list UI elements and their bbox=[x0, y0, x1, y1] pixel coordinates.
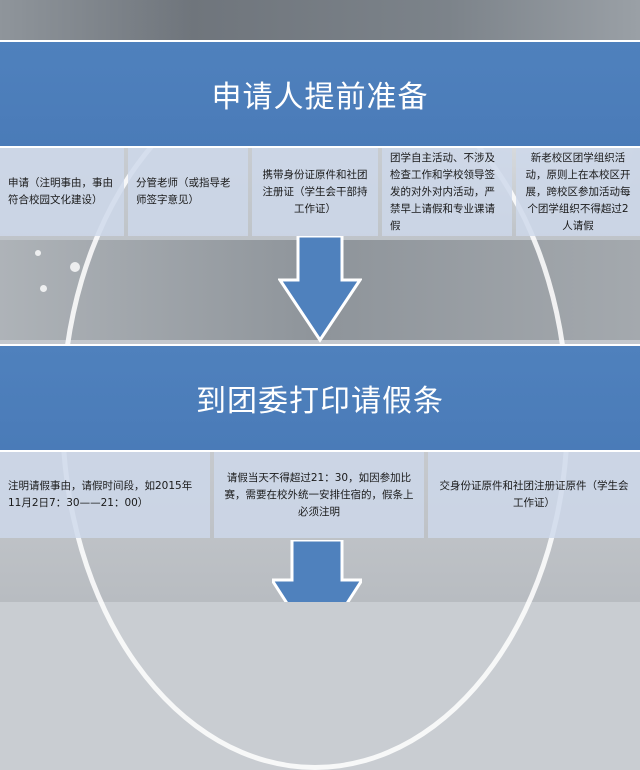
step1-header: 申请人提前准备 bbox=[0, 40, 640, 148]
step1-item: 团学自主活动、不涉及检查工作和学校领导签发的对外对内活动，严禁早上请假和专业课请… bbox=[382, 148, 512, 236]
step1-item: 携带身份证原件和社团注册证（学生会干部持工作证） bbox=[252, 148, 378, 236]
background-dot bbox=[40, 285, 47, 292]
step2-header: 到团委打印请假条 bbox=[0, 344, 640, 452]
step1-item: 分管老师（或指导老师签字意见） bbox=[128, 148, 248, 236]
down-arrow-icon bbox=[272, 540, 362, 602]
step1-item: 申请（注明事由，事由符合校园文化建设） bbox=[0, 148, 124, 236]
background-dot bbox=[70, 262, 80, 272]
step2-item: 请假当天不得超过21：30，如因参加比赛，需要在校外统一安排住宿的，假条上必须注… bbox=[214, 452, 424, 538]
step2-item: 交身份证原件和社团注册证原件（学生会工作证） bbox=[428, 452, 640, 538]
background-dot bbox=[35, 250, 41, 256]
step2-title: 到团委打印请假条 bbox=[196, 384, 444, 419]
step1-item: 新老校区团学组织活动，原则上在本校区开展，跨校区参加活动每个团学组织不得超过2人… bbox=[516, 148, 640, 236]
step1-title: 申请人提前准备 bbox=[211, 80, 429, 115]
step2-item: 注明请假事由，请假时间段，如2015年11月2日7：30——21：00） bbox=[0, 452, 210, 538]
step2-items-row: 注明请假事由，请假时间段，如2015年11月2日7：30——21：00） 请假当… bbox=[0, 452, 640, 538]
step1-items-row: 申请（注明事由，事由符合校园文化建设） 分管老师（或指导老师签字意见） 携带身份… bbox=[0, 148, 640, 236]
down-arrow-icon bbox=[278, 236, 362, 343]
background-top-band bbox=[0, 0, 640, 40]
